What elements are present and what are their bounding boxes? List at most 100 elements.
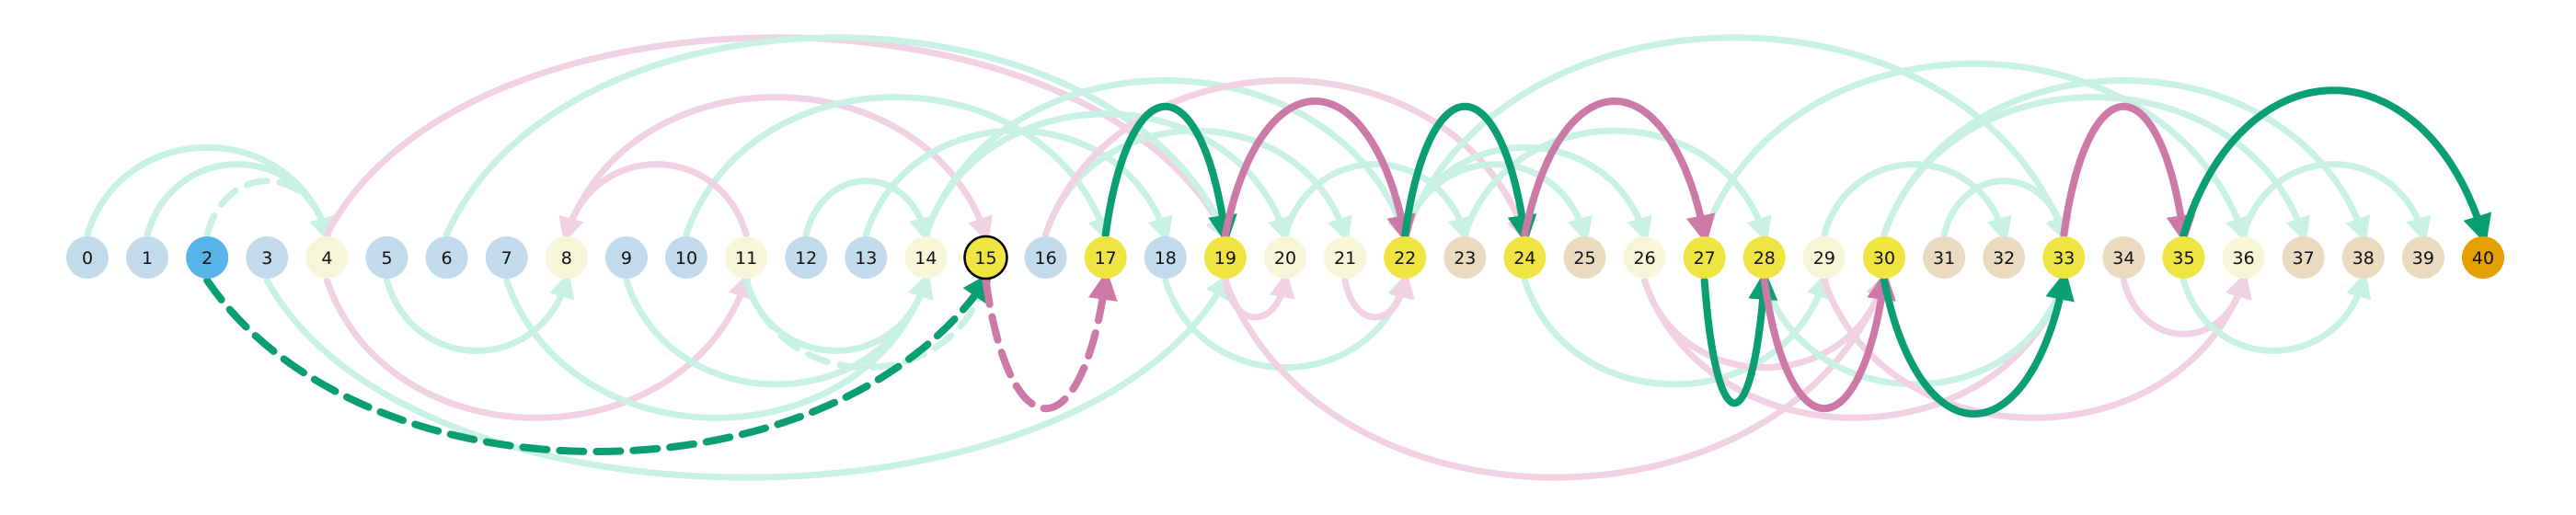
node-33: 33 bbox=[2042, 236, 2086, 279]
node-11: 11 bbox=[725, 236, 768, 279]
node-36-circle bbox=[2222, 236, 2265, 279]
node-30-circle bbox=[1863, 236, 1905, 279]
node-32: 32 bbox=[1983, 236, 2026, 279]
node-18-circle bbox=[1144, 236, 1187, 279]
edge-2-to-4 bbox=[203, 177, 336, 244]
edge-23-to-28 bbox=[1461, 127, 1772, 244]
edge-27-to-36 bbox=[1701, 60, 2250, 244]
edge-35-to-38 bbox=[2180, 271, 2372, 354]
node-19-label: 19 bbox=[1214, 248, 1236, 269]
node-15-circle bbox=[963, 235, 1008, 280]
node-14: 14 bbox=[904, 236, 948, 279]
node-7: 7 bbox=[485, 236, 528, 279]
node-7-label: 7 bbox=[501, 248, 512, 269]
node-32-label: 32 bbox=[1993, 248, 2015, 269]
node-11-circle bbox=[725, 236, 768, 279]
node-28-label: 28 bbox=[1754, 248, 1776, 269]
node-2: 2 bbox=[186, 236, 229, 279]
node-28-circle bbox=[1742, 236, 1786, 279]
edge-3-to-19 bbox=[263, 272, 1230, 481]
node-6-label: 6 bbox=[442, 248, 453, 269]
node-18: 18 bbox=[1144, 236, 1187, 279]
edge-24-to-29 bbox=[1521, 271, 1832, 388]
node-0-circle bbox=[66, 236, 109, 279]
node-29-circle bbox=[1802, 236, 1846, 279]
node-26-circle bbox=[1623, 236, 1666, 279]
node-17-label: 17 bbox=[1095, 248, 1117, 269]
node-28: 28 bbox=[1742, 236, 1786, 279]
edge-8-to-15 bbox=[563, 94, 993, 244]
node-12-label: 12 bbox=[795, 248, 817, 269]
node-16-label: 16 bbox=[1035, 248, 1057, 269]
edge-30-to-38 bbox=[1880, 77, 2370, 244]
node-20-circle bbox=[1264, 236, 1306, 279]
node-30: 30 bbox=[1863, 236, 1905, 279]
node-21-circle bbox=[1324, 236, 1367, 279]
node-38-label: 38 bbox=[2352, 248, 2375, 269]
edge-18-to-22 bbox=[1162, 271, 1413, 372]
node-29-label: 29 bbox=[1813, 248, 1835, 269]
node-34-circle bbox=[2102, 236, 2145, 279]
edge-2-to-15 bbox=[203, 271, 992, 455]
node-20: 20 bbox=[1264, 236, 1306, 279]
node-4-label: 4 bbox=[321, 248, 332, 269]
node-34: 34 bbox=[2102, 236, 2145, 279]
node-35-circle bbox=[2162, 236, 2205, 279]
node-26: 26 bbox=[1623, 236, 1666, 279]
node-27: 27 bbox=[1683, 236, 1726, 279]
node-20-label: 20 bbox=[1274, 248, 1296, 269]
edge-14-to-22 bbox=[922, 77, 1412, 244]
node-31: 31 bbox=[1923, 236, 1966, 279]
node-15-label: 15 bbox=[974, 248, 996, 269]
node-14-label: 14 bbox=[914, 248, 937, 269]
node-26-label: 26 bbox=[1634, 248, 1656, 269]
edge-5-to-8 bbox=[384, 271, 575, 354]
edge-30-to-37 bbox=[1880, 94, 2310, 244]
node-21-label: 21 bbox=[1334, 248, 1356, 269]
node-22: 22 bbox=[1384, 236, 1427, 279]
node-10-label: 10 bbox=[675, 248, 697, 269]
node-9: 9 bbox=[604, 236, 648, 279]
edge-36-to-39 bbox=[2240, 161, 2432, 244]
edge-1-to-4 bbox=[144, 161, 335, 244]
node-39-circle bbox=[2401, 236, 2444, 279]
node-17: 17 bbox=[1084, 236, 1127, 279]
node-4-circle bbox=[305, 236, 349, 279]
node-29: 29 bbox=[1802, 236, 1846, 279]
node-3-label: 3 bbox=[261, 248, 272, 269]
edge-7-to-14 bbox=[503, 271, 933, 421]
node-5-circle bbox=[365, 236, 408, 279]
edge-11-to-14 bbox=[742, 271, 934, 354]
node-4: 4 bbox=[305, 236, 349, 279]
edge-21-to-22 bbox=[1341, 271, 1415, 321]
node-32-circle bbox=[1983, 236, 2026, 279]
node-15: 15 bbox=[963, 235, 1008, 280]
edge-15-to-17 bbox=[982, 269, 1118, 413]
edge-11-to-15 bbox=[742, 271, 994, 372]
node-6-circle bbox=[425, 236, 468, 279]
node-13-circle bbox=[845, 236, 888, 279]
node-0-label: 0 bbox=[82, 248, 93, 269]
node-19-circle bbox=[1203, 236, 1247, 279]
edge-30-to-33 bbox=[1880, 270, 2075, 418]
node-37: 37 bbox=[2282, 236, 2325, 279]
node-16-circle bbox=[1024, 236, 1067, 279]
node-27-label: 27 bbox=[1694, 248, 1716, 269]
node-30-label: 30 bbox=[1873, 248, 1895, 269]
node-6: 6 bbox=[425, 236, 468, 279]
edge-35-to-40 bbox=[2179, 86, 2492, 245]
node-1-label: 1 bbox=[142, 248, 153, 269]
node-8: 8 bbox=[545, 236, 588, 279]
edge-19-to-22 bbox=[1221, 97, 1416, 245]
node-24: 24 bbox=[1503, 236, 1547, 279]
node-27-circle bbox=[1683, 236, 1726, 279]
node-33-label: 33 bbox=[2053, 248, 2075, 269]
edge-29-to-36 bbox=[1821, 271, 2250, 421]
node-23: 23 bbox=[1443, 236, 1487, 279]
node-8-label: 8 bbox=[561, 248, 572, 269]
node-33-circle bbox=[2042, 236, 2086, 279]
node-31-label: 31 bbox=[1933, 248, 1955, 269]
node-21: 21 bbox=[1324, 236, 1367, 279]
node-37-circle bbox=[2282, 236, 2325, 279]
